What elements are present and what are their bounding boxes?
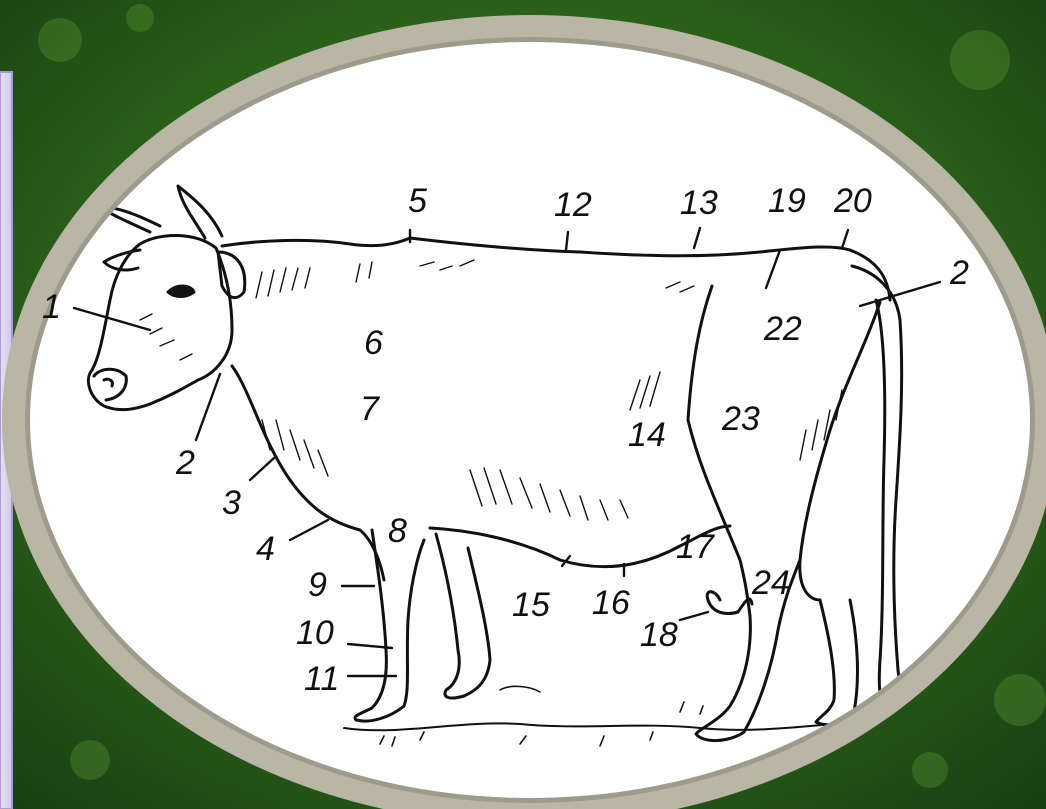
label-4: 4 [256, 530, 275, 568]
label-18: 18 [640, 616, 678, 654]
label-13: 13 [680, 184, 718, 222]
label-2: 2 [175, 444, 195, 482]
label-15: 15 [512, 586, 550, 624]
label-24: 24 [751, 564, 790, 602]
label-7: 7 [360, 390, 380, 428]
label-20: 20 [833, 182, 872, 220]
label-1: 1 [42, 288, 61, 326]
cow-eye [168, 286, 194, 297]
label-8: 8 [388, 512, 407, 550]
label-9: 9 [308, 566, 327, 604]
label-23: 23 [721, 400, 760, 438]
label-6: 6 [364, 324, 383, 362]
label-17: 17 [676, 528, 715, 566]
label-14: 14 [628, 416, 666, 454]
label-10: 10 [296, 614, 334, 652]
label-11: 11 [304, 660, 339, 698]
label-3: 3 [222, 484, 241, 522]
label-21: 2 [949, 254, 969, 292]
label-5: 5 [408, 182, 427, 220]
label-22: 22 [763, 310, 802, 348]
label-19: 19 [768, 182, 806, 220]
label-12: 12 [554, 186, 592, 224]
label-16: 16 [592, 584, 630, 622]
